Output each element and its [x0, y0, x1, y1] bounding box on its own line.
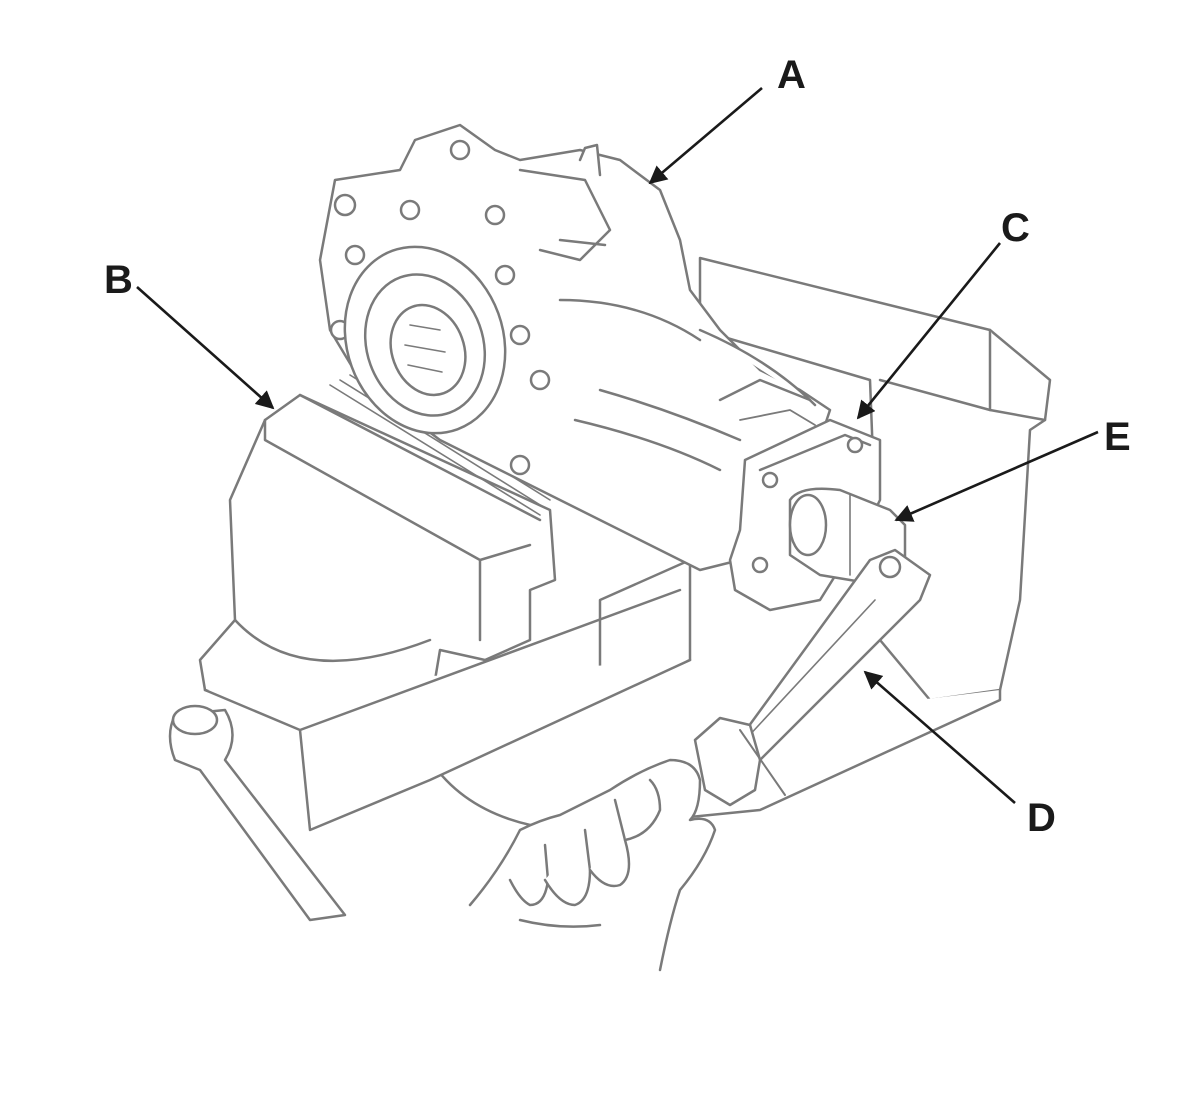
leader-line-c: [856, 242, 1002, 420]
technician-hand: [468, 758, 717, 972]
leader-line-a: [648, 87, 763, 185]
callout-label-b: B: [104, 258, 133, 302]
flange-holder-tool: [693, 548, 932, 807]
callout-labels: A B C D E: [104, 53, 1131, 840]
leader-line-d: [863, 670, 1016, 804]
leader-line-b: [136, 286, 275, 410]
callout-label-a: A: [777, 53, 806, 97]
leader-lines: [136, 87, 1099, 804]
callout-label-d: D: [1027, 796, 1056, 840]
callout-label-e: E: [1104, 415, 1131, 459]
leader-line-e: [894, 430, 1099, 522]
differential-assembly: [318, 123, 832, 572]
callout-label-c: C: [1001, 206, 1030, 250]
